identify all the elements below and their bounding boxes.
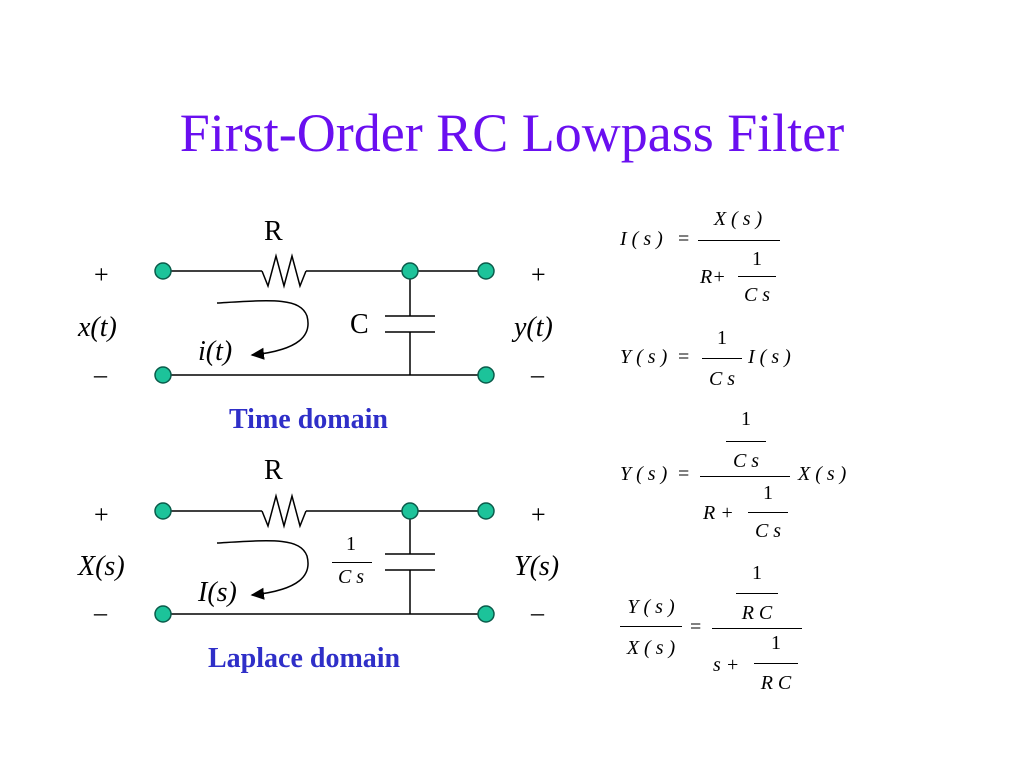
eq4-den-bar	[754, 663, 798, 664]
time-domain-circuit	[154, 253, 495, 384]
eq2-equals: =	[678, 346, 690, 368]
node-out-bottom	[477, 605, 495, 623]
node-out-top	[477, 262, 495, 280]
eq3-den-r: R +	[703, 502, 734, 524]
output-minus-sign: –	[531, 598, 544, 627]
input-signal-label: x(t)	[78, 312, 117, 343]
eq2-bar	[702, 358, 742, 359]
eq2-lhs: Y ( s )	[620, 346, 668, 368]
input-plus-sign: +	[94, 260, 109, 289]
eq4-den-numerator: 1	[771, 632, 781, 654]
eq3-num-numerator: 1	[741, 408, 751, 430]
eq4-den-denominator: R C	[760, 672, 792, 694]
eq1-lhs: I ( s )	[620, 228, 663, 250]
input-minus-sign: –	[94, 360, 107, 389]
node-in-bottom	[154, 605, 172, 623]
eq1-den-bar	[738, 276, 776, 277]
eq4-lhs-numerator: Y ( s )	[627, 596, 675, 618]
eq3-lhs: Y ( s )	[620, 463, 668, 485]
current-label: I(s)	[198, 577, 237, 608]
eq4-lhs-denominator: X ( s )	[626, 637, 676, 659]
eq3-equals: =	[678, 463, 690, 485]
eq2-rhs: I ( s )	[748, 346, 791, 368]
impedance-numerator: 1	[346, 533, 356, 555]
eq1-main-bar	[698, 240, 780, 241]
eq4-main-bar	[712, 628, 802, 629]
eq4-lhs-bar	[620, 626, 682, 627]
time-domain-caption: Time domain	[229, 404, 388, 435]
node-in-bottom	[154, 366, 172, 384]
slide-title: First-Order RC Lowpass Filter	[179, 103, 845, 163]
eq1-numerator: X ( s )	[713, 208, 763, 230]
input-signal-label: X(s)	[78, 551, 125, 582]
output-minus-sign: –	[531, 360, 544, 389]
current-arrow	[216, 540, 309, 600]
eq1-den-r: R+	[700, 266, 726, 288]
input-minus-sign: –	[94, 598, 107, 627]
eq2-denominator: C s	[708, 368, 736, 390]
eq4-num-denominator: R C	[741, 602, 773, 624]
eq3-rhs: X ( s )	[798, 463, 847, 485]
current-arrow	[216, 300, 309, 360]
eq3-den-bar	[748, 512, 788, 513]
resistor-zigzag	[261, 253, 307, 289]
impedance-denominator: C s	[337, 566, 365, 588]
eq3-num-denominator: C s	[732, 450, 760, 472]
eq4-den-s: s +	[713, 654, 740, 676]
capacitor-label: C	[350, 309, 369, 340]
eq2-numerator: 1	[717, 327, 727, 349]
node-in-top	[154, 502, 172, 520]
laplace-domain-circuit	[154, 493, 495, 623]
node-in-top	[154, 262, 172, 280]
input-plus-sign: +	[94, 500, 109, 529]
eq1-den-numerator: 1	[752, 248, 762, 270]
eq1-equals: =	[678, 228, 690, 250]
laplace-domain-caption: Laplace domain	[208, 643, 401, 674]
output-plus-sign: +	[531, 500, 546, 529]
resistor-zigzag	[261, 493, 307, 529]
node-mid-top	[401, 502, 419, 520]
resistor-label: R	[264, 455, 283, 486]
eq3-den-denominator: C s	[754, 520, 782, 542]
node-out-bottom	[477, 366, 495, 384]
node-mid-top	[401, 262, 419, 280]
eq3-main-bar	[700, 476, 790, 477]
impedance-fraction-bar	[332, 562, 372, 563]
output-plus-sign: +	[531, 260, 546, 289]
output-signal-label: Y(s)	[514, 551, 560, 582]
current-label: i(t)	[198, 336, 233, 367]
eq3-num-bar	[726, 441, 766, 442]
eq4-num-bar	[736, 593, 778, 594]
eq3-den-numerator: 1	[763, 482, 773, 504]
node-out-top	[477, 502, 495, 520]
resistor-label: R	[264, 216, 283, 247]
output-signal-label: y(t)	[514, 312, 553, 343]
eq4-num-numerator: 1	[752, 562, 762, 584]
eq4-equals: =	[690, 616, 702, 638]
eq1-den-denominator: C s	[743, 284, 771, 306]
